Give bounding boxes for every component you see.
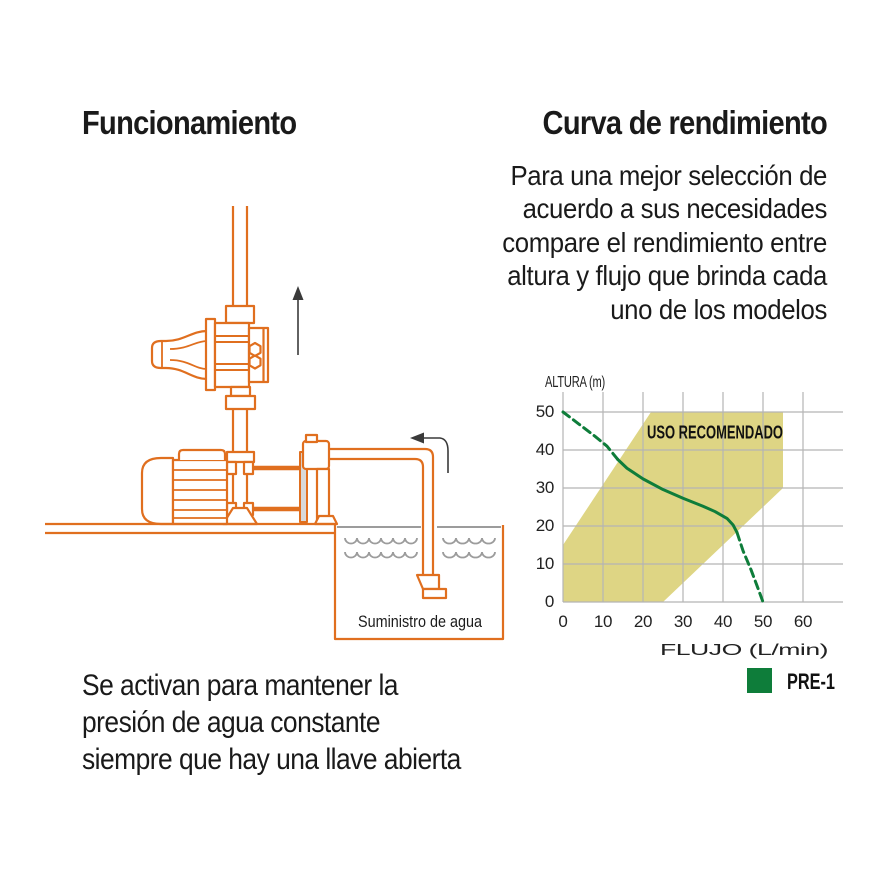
left-section-heading: Funcionamiento	[82, 104, 297, 141]
discharge-pipe-mid	[231, 409, 249, 452]
x-tick-label: 40	[714, 612, 732, 631]
x-tick-label: 60	[794, 612, 812, 631]
y-tick-label: 50	[536, 402, 554, 421]
suction-pipe-outer	[329, 447, 435, 575]
water-waves	[442, 537, 496, 545]
selection-paragraph: Para una mejor selección de acuerdo a su…	[502, 159, 827, 326]
performance-chart: USO RECOMENDADO 0 10 20 30 40 50 60 0 10 20 30 40 50 A…	[536, 374, 843, 694]
motor-terminal-box	[177, 448, 227, 460]
water-waves	[344, 537, 418, 545]
table-surface	[45, 522, 335, 535]
flow-up-arrowhead	[292, 286, 304, 300]
pump-head	[301, 439, 331, 471]
pressure-switch-body	[213, 321, 251, 389]
x-tick-label: 20	[634, 612, 652, 631]
pump-inlet-flange	[225, 450, 256, 464]
y-tick-label: 0	[545, 592, 554, 611]
performance-curve-dashed	[561, 410, 620, 461]
x-tick-label: 0	[558, 612, 567, 631]
caption-line: presión de agua constante	[82, 705, 381, 739]
switch-outlet-stub	[229, 385, 252, 398]
paragraph-line: acuerdo a sus necesidades	[522, 193, 828, 225]
caption-line: Se activan para mantener la	[82, 669, 398, 702]
y-tick-label: 10	[536, 554, 554, 573]
right-column: Curva de rendimiento Para una mejor sele…	[474, 106, 827, 326]
bolt-hex-bottom	[248, 354, 262, 370]
x-tick-label: 50	[754, 612, 772, 631]
water-waves	[344, 551, 418, 559]
legend-swatch	[747, 668, 772, 693]
x-tick-label: 10	[594, 612, 612, 631]
suction-pipe-inner	[329, 457, 425, 575]
paragraph-line: Para una mejor selección de	[510, 160, 827, 191]
paragraph-line: uno de los modelos	[610, 293, 827, 325]
performance-curve-dashed	[735, 530, 765, 604]
pressure-switch-horn	[150, 329, 209, 381]
tie-rod-nut	[225, 460, 238, 476]
left-caption: Se activan para mantener la presión de a…	[82, 668, 461, 778]
pump-head-column	[315, 467, 331, 522]
right-section-heading: Curva de rendimiento	[542, 104, 828, 141]
paragraph-line: compare el rendimiento entre	[502, 226, 827, 258]
y-tick-label: 20	[536, 516, 554, 535]
y-tick-label: 30	[536, 478, 554, 497]
foot-valve-strainer	[421, 587, 448, 600]
pump-operation-diagram: Suministro de agua	[45, 206, 505, 641]
bolt-hex-top	[248, 341, 262, 358]
performance-curve-solid	[616, 458, 739, 534]
x-axis-title: FLUJO (L/min)	[660, 642, 828, 659]
recommended-region	[563, 412, 783, 602]
water-supply-label: Suministro de agua	[358, 612, 482, 631]
y-axis-title: ALTURA (m)	[545, 374, 605, 391]
pressure-switch-bands	[215, 335, 249, 371]
pump-head-port	[304, 433, 319, 444]
motor-end-cap	[140, 456, 175, 526]
pressure-switch-horn-inner	[161, 340, 208, 370]
pressure-switch-column	[204, 317, 217, 392]
legend-label: PRE-1	[787, 669, 835, 694]
intake-flow-arrow	[419, 437, 449, 473]
intake-flow-arrowhead	[410, 432, 424, 444]
water-tank	[333, 525, 505, 641]
caption-line: siempre que hay una llave abierta	[82, 742, 461, 776]
paragraph-line: altura y flujo que brinda cada	[507, 260, 827, 292]
motor-cooling-fins	[173, 469, 227, 519]
discharge-pipe-upper	[231, 206, 249, 308]
recommended-region-label: USO RECOMENDADO	[647, 423, 783, 443]
tie-rod-nut	[242, 460, 255, 476]
pump-head-foot	[313, 514, 339, 526]
y-tick-label: 40	[536, 440, 554, 459]
pipe-coupling-top	[224, 304, 256, 325]
water-waves	[442, 551, 496, 559]
x-tick-label: 30	[674, 612, 692, 631]
pipe-coupling-bottom	[224, 394, 257, 411]
foot-valve	[415, 573, 441, 591]
